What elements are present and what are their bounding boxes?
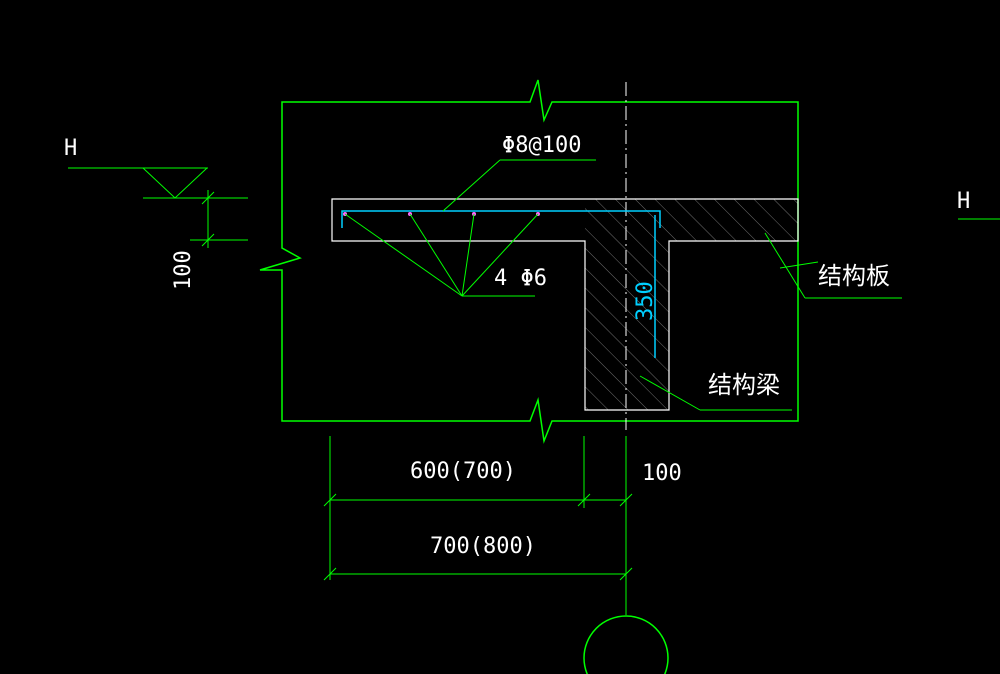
slab-leader — [764, 232, 902, 299]
rebar-dots — [343, 212, 540, 216]
level-right-label: H — [957, 189, 970, 214]
beam-depth-label: 350 — [633, 281, 658, 321]
stirrup-label: Φ8@100 — [502, 133, 581, 158]
rebar-top — [341, 210, 661, 228]
bars-leader — [344, 213, 539, 297]
level-symbol-left — [68, 167, 248, 248]
offset-dim-label: 100 — [171, 250, 196, 290]
stirrup-leader — [442, 159, 596, 212]
dim-600-label: 600(700) — [410, 459, 516, 484]
bars-label: 4 Φ6 — [494, 266, 547, 291]
axis-bubble — [583, 615, 669, 674]
beam-label: 结构梁 — [708, 371, 780, 399]
level-left-label: H — [64, 136, 77, 161]
slab-label: 结构板 — [818, 262, 890, 290]
concrete-hatch — [585, 199, 798, 410]
beam-leader — [639, 375, 792, 411]
dimensions — [323, 436, 633, 615]
dim-700-label: 700(800) — [430, 534, 536, 559]
dim-100-label: 100 — [642, 461, 682, 486]
outer-boundary — [259, 79, 799, 444]
